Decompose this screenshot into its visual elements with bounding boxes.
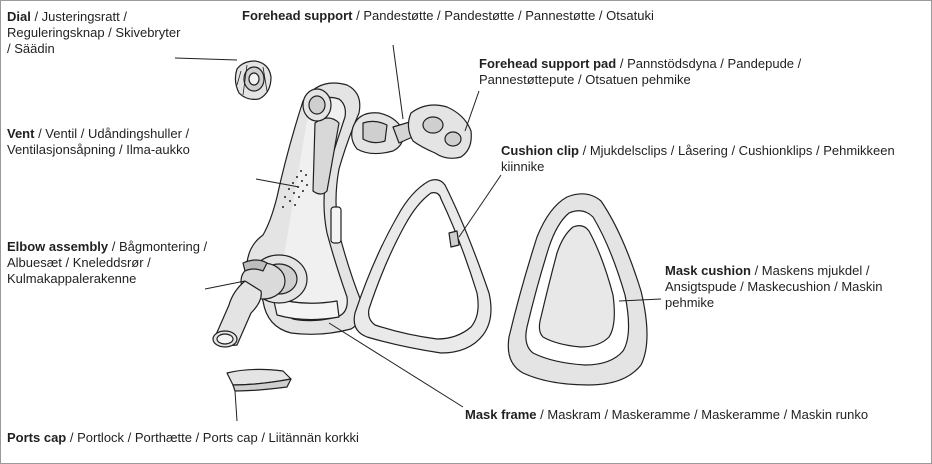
forehead-support-pad-leader: [465, 91, 479, 131]
label-mask-frame-term: Mask frame: [465, 407, 537, 422]
forehead-support-illustration: [352, 113, 417, 154]
cushion-clip-illustration: [354, 180, 491, 353]
ports-cap-illustration: [227, 369, 291, 391]
label-ports-cap: Ports cap / Portlock / Porthætte / Ports…: [7, 430, 437, 446]
mask-cushion-illustration: [508, 194, 647, 385]
label-forehead-support-pad: Forehead support pad / Pannstödsdyna / P…: [479, 56, 889, 88]
cushion-clip-leader: [459, 175, 501, 237]
label-vent: Vent / Ventil / Udåndingshuller / Ventil…: [7, 126, 269, 158]
label-vent-term: Vent: [7, 126, 34, 141]
label-forehead-support-term: Forehead support: [242, 8, 353, 23]
label-ports-cap-translations: / Portlock / Porthætte / Ports cap / Lii…: [66, 430, 359, 445]
dial-illustration: [235, 61, 271, 99]
label-cushion-clip: Cushion clip / Mjukdelsclips / Låsering …: [501, 143, 907, 175]
label-forehead-support-translations: / Pandestøtte / Pandestøtte / Pannestøtt…: [353, 8, 654, 23]
label-dial-translations: / Justeringsratt / Reguleringsknap / Ski…: [7, 9, 180, 56]
label-elbow-assembly: Elbow assembly / Bågmontering / Albuesæt…: [7, 239, 213, 287]
forehead-support-leader: [393, 45, 403, 119]
label-mask-cushion: Mask cushion / Maskens mjukdel / Ansigts…: [665, 263, 913, 311]
forehead-support-pad-illustration: [408, 105, 471, 158]
label-forehead-support: Forehead support / Pandestøtte / Pandest…: [242, 8, 842, 24]
dial-leader: [175, 58, 237, 60]
label-cushion-clip-term: Cushion clip: [501, 143, 579, 158]
label-dial-term: Dial: [7, 9, 31, 24]
label-ports-cap-term: Ports cap: [7, 430, 66, 445]
label-forehead-support-pad-term: Forehead support pad: [479, 56, 616, 71]
label-mask-frame: Mask frame / Maskram / Maskeramme / Mask…: [465, 407, 905, 423]
label-mask-cushion-term: Mask cushion: [665, 263, 751, 278]
label-elbow-assembly-term: Elbow assembly: [7, 239, 108, 254]
label-dial: Dial / Justeringsratt / Reguleringsknap …: [7, 9, 183, 57]
ports-cap-leader: [235, 391, 237, 421]
label-mask-frame-translations: / Maskram / Maskeramme / Maskeramme / Ma…: [537, 407, 869, 422]
label-vent-translations: / Ventil / Udåndingshuller / Ventilasjon…: [7, 126, 190, 157]
